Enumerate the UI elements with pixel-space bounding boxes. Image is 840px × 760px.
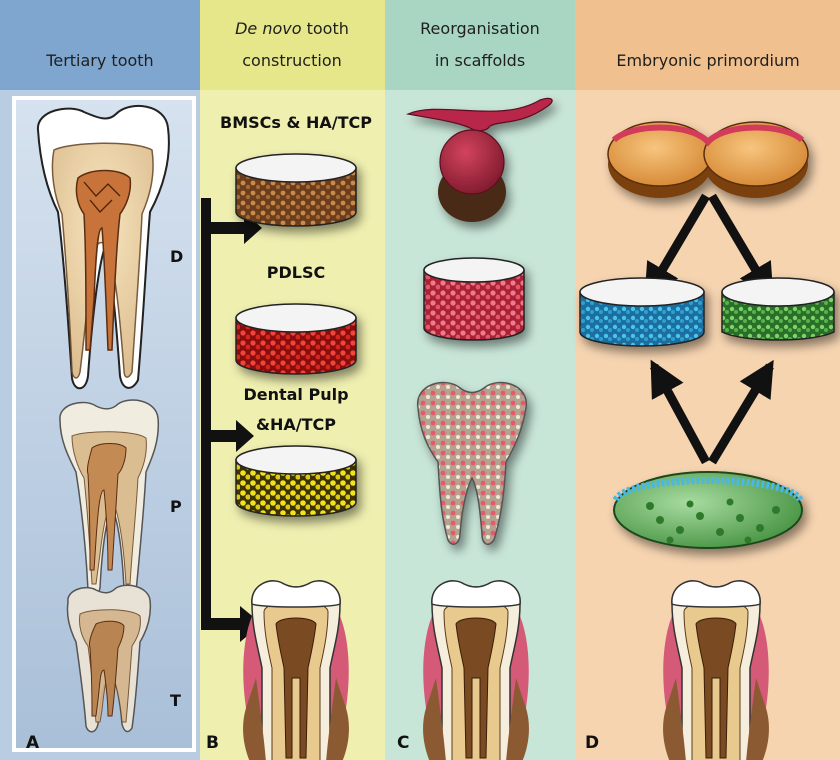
panel-letter-c: C [397,733,409,753]
header-c-title-line1: Reorganisation [420,19,540,38]
tooth-with-gum-b-icon [243,581,349,760]
scaffold-label-pulp-1: Dental Pulp [243,385,348,404]
scaffold-label-bmsc: BMSCs & HA/TCP [220,113,372,132]
header-a-title: Tertiary tooth [45,51,153,70]
scaffold-pulp-icon [236,446,356,516]
tooth-with-gum-d-icon [663,581,769,760]
header-b-title-line2: construction [242,51,342,70]
header-b-bg [200,0,385,90]
scaffold-blue-icon [580,278,704,346]
scaffold-pdlsc-icon [236,304,356,374]
header-d-bg [575,0,840,90]
tooth-with-gum-c-icon [423,581,529,760]
scaffold-green-icon [722,278,834,340]
header-a-bg [0,0,200,90]
scaffold-label-pulp-2: &HA/TCP [256,415,336,434]
connector-bar [201,198,211,630]
scaffold-pink-icon [424,258,524,340]
green-oval-icon [614,472,802,548]
tooth-label-t: T [170,691,181,710]
panel-letter-a: A [26,733,40,753]
header-b-title-line1: De novo tooth [235,19,349,38]
tooth-label-d: D [170,247,183,266]
panel-letter-d: D [585,733,599,753]
header-c-bg [385,0,575,90]
scaffold-bmsc-icon [236,154,356,226]
scaffold-label-pdlsc: PDLSC [267,263,325,282]
tooth-label-p: P [170,497,182,516]
header-c-title-line2: in scaffolds [435,51,525,70]
panel-letter-b: B [206,733,219,753]
header-d-title: Embryonic primordium [616,51,799,70]
